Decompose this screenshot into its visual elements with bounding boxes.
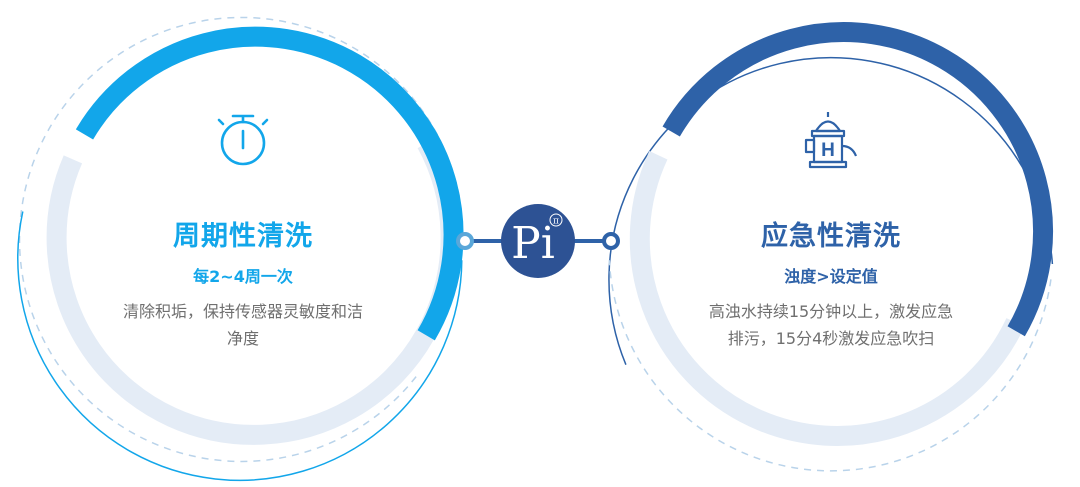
- left-card-subtitle: 每2~4周一次: [193, 267, 293, 286]
- left-ring-track: [46, 138, 461, 445]
- right-card-subtitle: 浊度>设定值: [784, 267, 878, 286]
- left-card-description-line2: 净度: [226, 329, 259, 348]
- right-ring-progress: [662, 22, 1054, 337]
- right-card-description-line1: 高浊水持续15分钟以上，激发应急: [708, 302, 954, 321]
- left-card-description-line1: 清除积垢，保持传感器灵敏度和洁: [122, 302, 363, 321]
- left-card-title: 周期性清洗: [173, 221, 313, 252]
- connector: [456, 232, 620, 250]
- left-connector-node: [456, 232, 474, 250]
- fire-hydrant-icon: H: [804, 112, 858, 169]
- right-outer-ring-dashed: [608, 260, 1052, 472]
- logo-text: Pi: [511, 218, 555, 269]
- svg-text:H: H: [821, 140, 835, 161]
- right-connector-node: [602, 232, 620, 250]
- left-card: [17, 16, 464, 482]
- stopwatch-icon: [217, 114, 269, 166]
- pi-logo: Pi π: [501, 204, 575, 278]
- right-card-description-line2: 排污，15分4秒激发应急吹扫: [727, 329, 935, 348]
- left-ring-progress: [75, 26, 464, 341]
- left-outer-ring-dashed: [18, 16, 461, 463]
- logo-superscript: π: [553, 217, 559, 227]
- right-ring-track: [629, 150, 1025, 446]
- left-outer-ring-solid: [17, 211, 463, 482]
- right-card-title: 应急性清洗: [761, 221, 901, 252]
